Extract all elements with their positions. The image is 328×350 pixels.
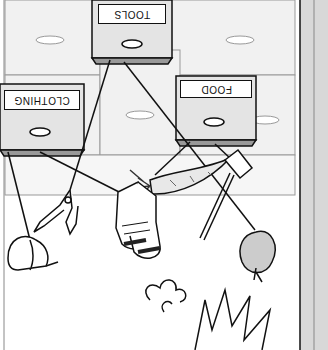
label-panel: FOOD — [180, 80, 252, 98]
food-crate — [176, 76, 256, 146]
apple — [240, 231, 275, 282]
pliers — [34, 190, 78, 234]
box-label: FOOD — [201, 84, 232, 95]
box-label: CLOTHING — [14, 95, 70, 106]
box-label: TOOLS — [114, 9, 150, 20]
label-panel: CLOTHING — [4, 90, 80, 110]
tools-crate — [92, 0, 172, 64]
socks — [116, 182, 160, 258]
label-panel: TOOLS — [98, 4, 166, 24]
screwdriver — [200, 150, 252, 240]
side-panel — [300, 0, 328, 350]
clothing-crate — [0, 84, 84, 156]
cap — [8, 237, 58, 270]
impact-burst — [146, 280, 270, 350]
drawer-wall — [5, 0, 295, 195]
